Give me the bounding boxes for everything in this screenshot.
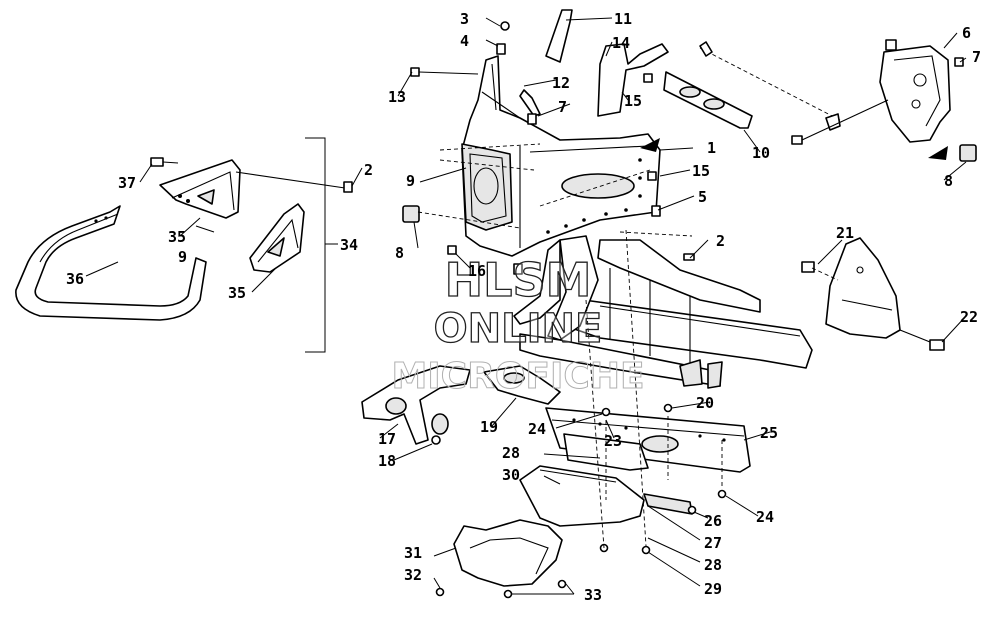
callout-15-upper: 15 — [624, 92, 642, 110]
watermark: HLSM ONLINE MICROFICHE — [391, 252, 645, 397]
callout-6: 6 — [962, 24, 971, 42]
watermark-line-3: MICROFICHE — [391, 356, 644, 397]
callout-15-lower: 15 — [692, 162, 710, 180]
steering-support — [791, 39, 977, 162]
watermark-line-2: ONLINE — [434, 306, 603, 352]
callout-28-left: 28 — [502, 444, 520, 462]
main-frame — [513, 235, 945, 389]
callout-13: 13 — [388, 88, 406, 106]
callout-24-right: 24 — [756, 508, 774, 526]
callout-17: 17 — [378, 430, 396, 448]
callout-34: 34 — [340, 236, 358, 254]
upper-brackets — [410, 9, 841, 131]
callout-8-left: 8 — [395, 244, 404, 262]
callout-24-left: 24 — [528, 420, 546, 438]
callout-14: 14 — [612, 34, 630, 52]
callout-21: 21 — [836, 224, 854, 242]
callout-29: 29 — [704, 580, 722, 598]
callout-12: 12 — [552, 74, 570, 92]
callout-32: 32 — [404, 566, 422, 584]
watermark-line-1: HLSM — [445, 253, 592, 307]
callout-3: 3 — [460, 10, 469, 28]
callout-4: 4 — [460, 32, 469, 50]
callout-19: 19 — [480, 418, 498, 436]
callout-9-upper: 9 — [406, 172, 415, 190]
callout-30: 30 — [502, 466, 520, 484]
callout-25: 25 — [760, 424, 778, 442]
callout-35-lower: 35 — [228, 284, 246, 302]
callout-31: 31 — [404, 544, 422, 562]
bumper-assembly — [15, 137, 353, 353]
callout-33: 33 — [584, 586, 602, 604]
callout-36: 36 — [66, 270, 84, 288]
callout-2-bumper: 2 — [364, 161, 373, 179]
callout-22: 22 — [960, 308, 978, 326]
spindle-parts — [361, 229, 751, 599]
callouts: 1 2 2 3 4 5 6 7 7 8 8 9 9 10 11 12 13 14… — [66, 10, 981, 604]
callout-27: 27 — [704, 534, 722, 552]
misc-hardware — [402, 73, 695, 275]
callout-35-upper: 35 — [168, 228, 186, 246]
callout-23: 23 — [604, 432, 622, 450]
callout-7-right: 7 — [972, 48, 981, 66]
callout-18: 18 — [378, 452, 396, 470]
callout-16: 16 — [468, 262, 486, 280]
callout-2-frame: 2 — [716, 232, 725, 250]
callout-28-right: 28 — [704, 556, 722, 574]
callout-20: 20 — [696, 394, 714, 412]
front-bulkhead — [461, 55, 948, 257]
callout-8-right: 8 — [944, 172, 953, 190]
callout-7-left: 7 — [558, 98, 567, 116]
callout-1: 1 — [707, 139, 716, 157]
callout-37: 37 — [118, 174, 136, 192]
callout-5: 5 — [698, 188, 707, 206]
callout-10: 10 — [752, 144, 770, 162]
callout-11: 11 — [614, 10, 632, 28]
callout-26: 26 — [704, 512, 722, 530]
callout-9-lower: 9 — [178, 248, 187, 266]
